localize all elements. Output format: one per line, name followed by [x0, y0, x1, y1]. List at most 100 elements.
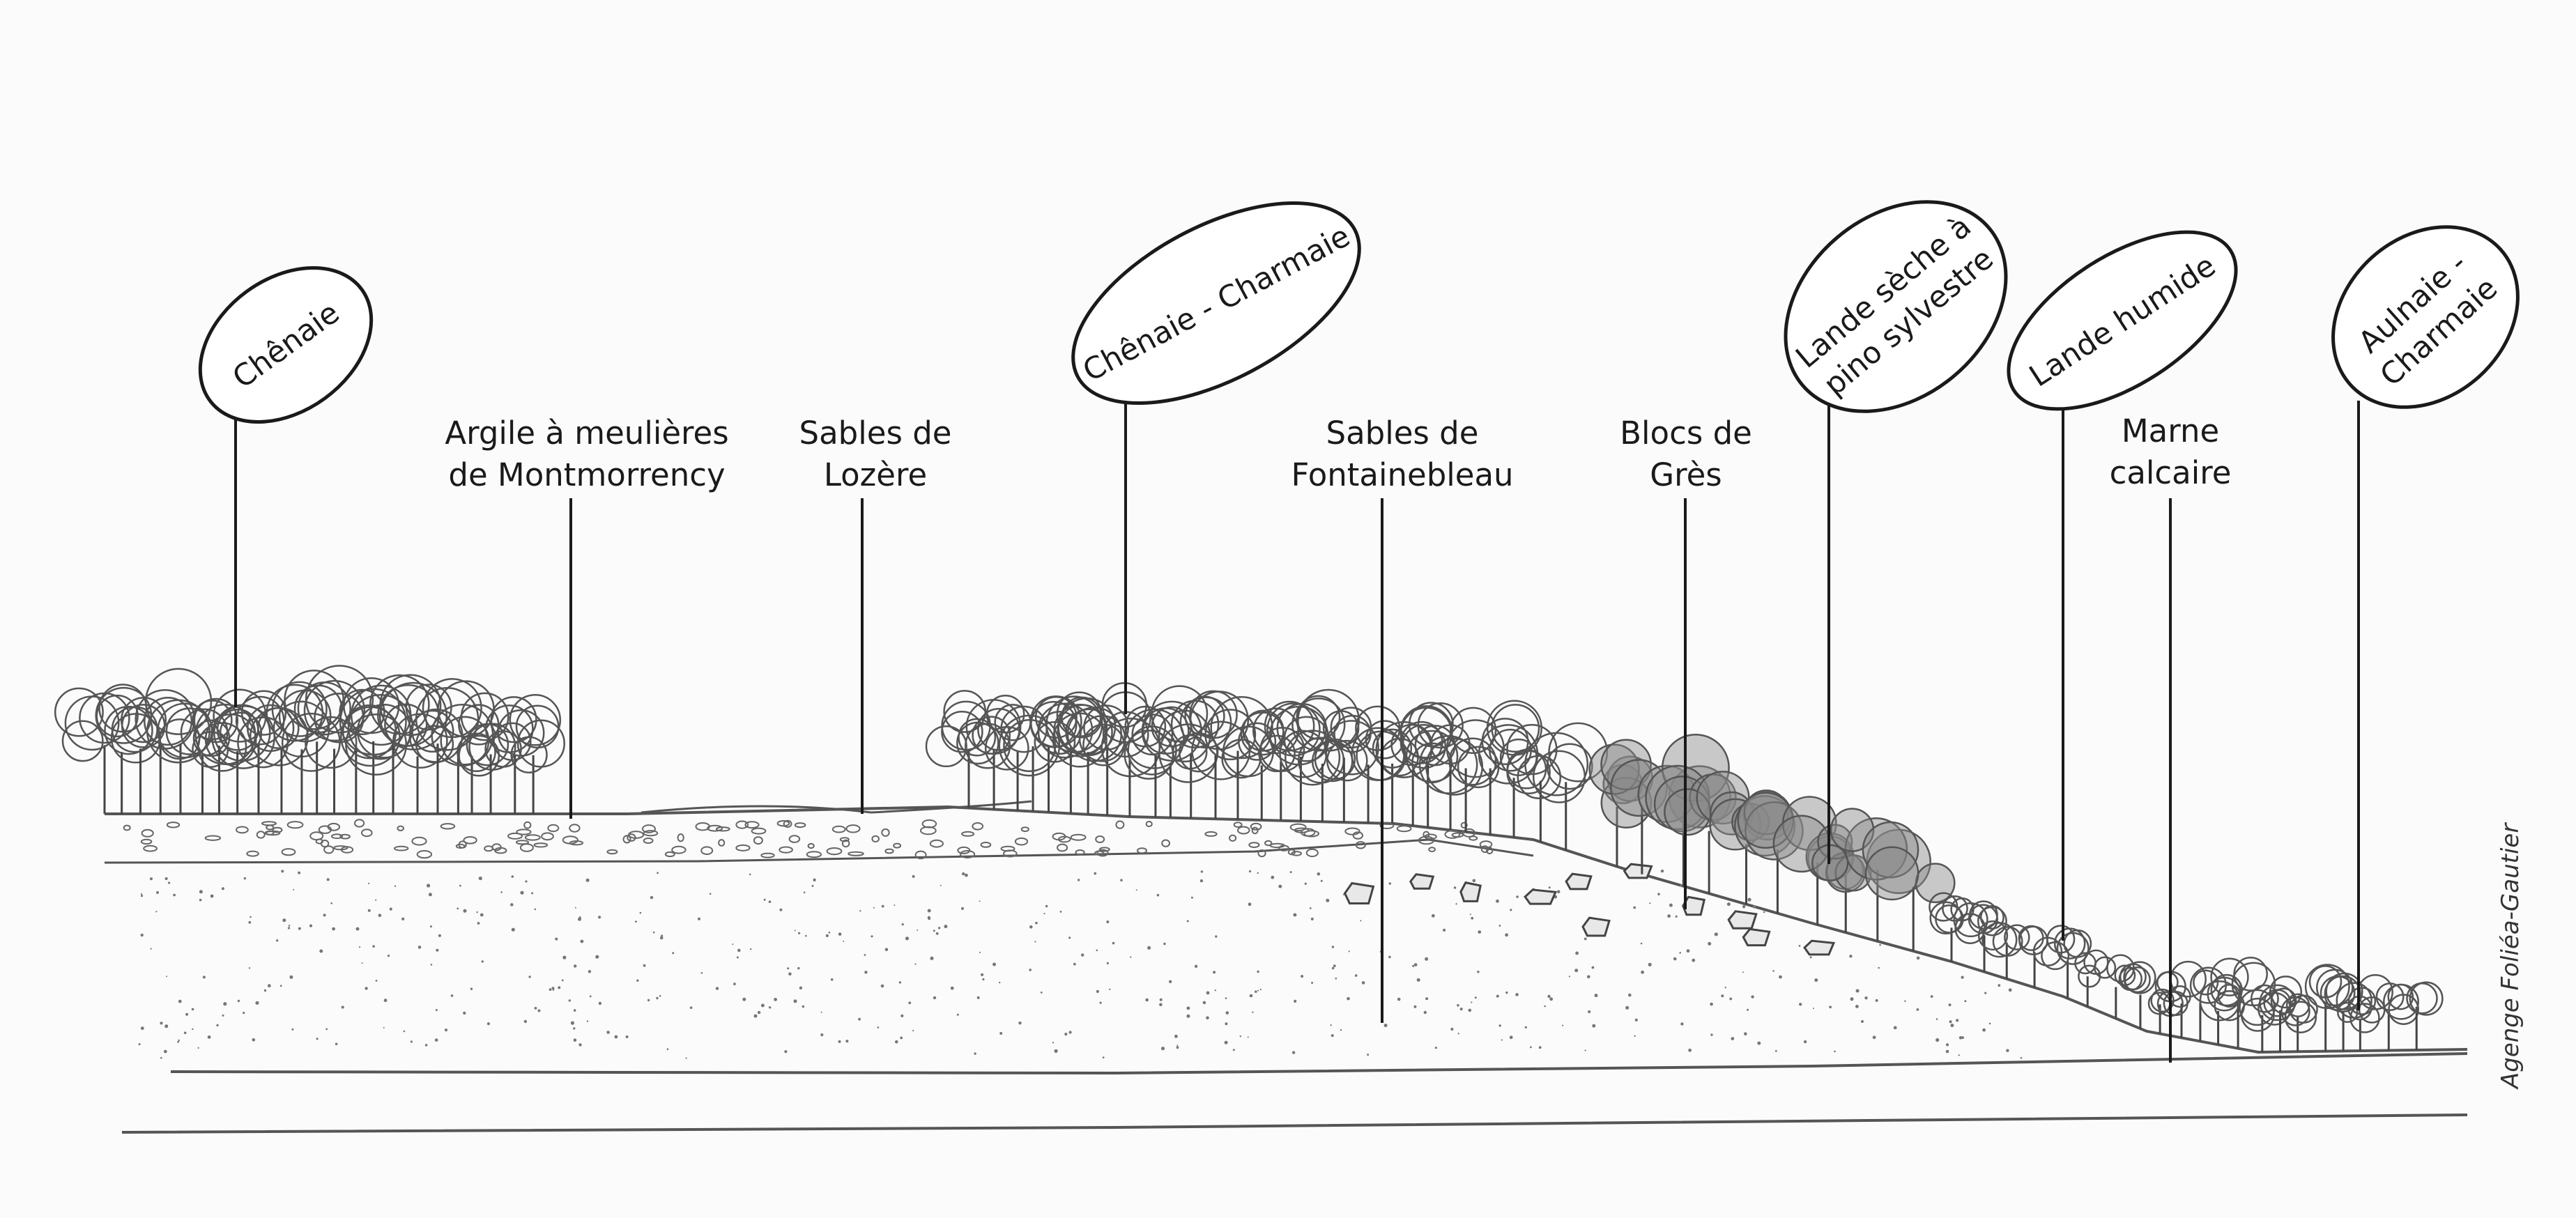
sand-dot [1872, 1035, 1876, 1040]
tree-crown [2316, 969, 2354, 1006]
sand-dot [1034, 941, 1036, 943]
label-blocs-gres: Blocs de Grès [1620, 413, 1752, 496]
sand-dot [803, 891, 806, 894]
sand-dot [1708, 941, 1712, 946]
sand-dot [250, 916, 252, 918]
sand-dot [606, 1031, 610, 1034]
sand-dot [1747, 1008, 1749, 1011]
tree-crown [1981, 922, 2018, 958]
sand-dot [864, 954, 866, 956]
clay-pebble [1070, 833, 1087, 841]
sand-dot [578, 1043, 582, 1047]
sand-dot [586, 1020, 589, 1022]
sand-dot [598, 1001, 602, 1005]
tree-crown [1372, 728, 1413, 769]
sand-dot [1224, 1040, 1228, 1044]
sand-dot [1176, 1046, 1179, 1049]
sand-dot [1878, 966, 1880, 969]
sand-dot [689, 1006, 693, 1009]
tree-crown [1968, 900, 1998, 930]
sand-dot [933, 996, 937, 1000]
clay-pebble [533, 842, 549, 848]
sand-dot [1742, 905, 1746, 909]
sand-dot [820, 1033, 824, 1037]
tree-crown [1142, 707, 1190, 755]
sand-dot [293, 888, 295, 891]
sand-dot [1099, 1001, 1102, 1004]
tree-crown [1734, 795, 1796, 857]
sand-dot [1752, 905, 1756, 909]
tree-crown [1285, 730, 1341, 786]
sand-dot [1893, 1026, 1897, 1030]
sand-dot [427, 884, 431, 888]
sand-dot [470, 987, 473, 990]
sandstone-boulder [1742, 927, 1771, 947]
vegetation-oval-lande-humide: Lande humide [2007, 230, 2238, 411]
sand-dot [1648, 962, 1652, 966]
sand-dot [1109, 988, 1111, 991]
sand-dot [534, 1007, 537, 1010]
sand-dot [1657, 893, 1660, 895]
clay-pebble [286, 821, 304, 829]
tree-crown [240, 690, 287, 736]
sand-dot [901, 923, 904, 926]
sand-dot [1200, 870, 1204, 873]
sand-dot [1547, 994, 1551, 999]
sand-dot [805, 934, 807, 937]
sand-dot [401, 917, 405, 920]
tree-crown [2349, 1003, 2380, 1033]
sand-dot [992, 962, 996, 966]
oval-outline [1071, 201, 1361, 405]
sand-dot [1945, 1043, 1949, 1047]
sand-dot [574, 907, 576, 909]
oval-outline [2007, 230, 2238, 411]
tree [111, 688, 196, 814]
tree-crown [1745, 801, 1804, 861]
sand-dot [2020, 1057, 2023, 1059]
sand-dot [927, 909, 931, 913]
sand-dot [1425, 957, 1429, 961]
sand-dot [930, 956, 934, 960]
sand-dot [1803, 1040, 1807, 1044]
tree-crown [339, 688, 385, 736]
sand-dot [1081, 953, 1084, 957]
sand-dot [1714, 932, 1718, 936]
clay-pebble [330, 833, 344, 840]
sand-dot [1291, 1051, 1296, 1054]
sand-dot [178, 999, 182, 1003]
tree-crown [1953, 902, 1988, 938]
sand-dot [1477, 971, 1480, 973]
sand-dot [1453, 886, 1457, 889]
sand-dot [383, 999, 388, 1003]
sand-dot [216, 1024, 219, 1027]
tree [1862, 821, 1956, 951]
sand-dot [1667, 914, 1671, 918]
sand-dot [1474, 996, 1477, 999]
sand-dot [1594, 994, 1598, 998]
sand-dot [768, 1006, 772, 1009]
sand-dot [319, 949, 323, 953]
sand-dot [1425, 997, 1429, 1001]
sand-dot [1469, 914, 1471, 916]
tree-crown [956, 721, 999, 765]
sand-dot [478, 876, 482, 881]
sand-dot [510, 903, 514, 907]
sand-dot [1669, 903, 1673, 907]
sand-dot [1259, 989, 1262, 991]
sand-dot [444, 1028, 448, 1032]
sand-dot [255, 1001, 259, 1005]
sand-dot [574, 964, 577, 968]
sand-dot [183, 1031, 187, 1035]
sand-dot [1190, 896, 1193, 899]
sand-dot [210, 894, 214, 898]
clay-pebble [1057, 835, 1071, 843]
sand-dot [534, 908, 537, 911]
tree-canopy [54, 665, 2444, 1052]
sand-dot [1935, 1038, 1940, 1042]
tree-crown [144, 668, 213, 735]
clay-pebble [1075, 849, 1085, 856]
sand-dot [163, 1049, 167, 1054]
clay-pebble [1229, 834, 1237, 842]
sand-dot [361, 962, 363, 964]
